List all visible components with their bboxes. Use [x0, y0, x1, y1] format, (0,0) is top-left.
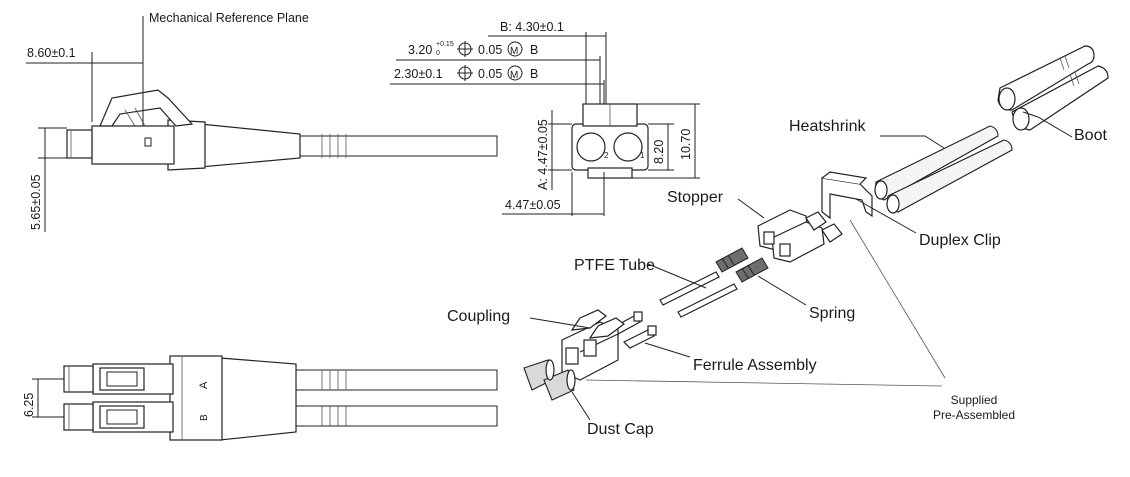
dim-length-label: 8.60±0.1 [27, 46, 76, 60]
dim-height-label: 5.65±0.05 [29, 174, 43, 230]
label-supplied-2: Pre-Assembled [933, 408, 1015, 422]
leader-boot [1022, 111, 1073, 138]
leader-ptfe-tube [647, 263, 707, 289]
heatshrink-part [874, 125, 1013, 214]
spring-part [715, 247, 769, 283]
label-heatshrink: Heatshrink [789, 118, 866, 135]
side-strain-relief [199, 123, 301, 168]
dim-320-label: 3.20 [408, 43, 432, 57]
dim-1070-label: 10.70 [679, 129, 693, 160]
svg-text:2: 2 [604, 151, 609, 160]
leader-spring [757, 275, 807, 306]
bottom-duplex-clip [169, 355, 223, 441]
bottom-view: A B 6.25 [22, 355, 498, 441]
mmc-label-1: M [510, 46, 518, 57]
boot-part [997, 45, 1109, 131]
svg-text:1: 1 [640, 151, 645, 160]
bottom-strain-relief [219, 357, 297, 441]
leader-supplied-a [585, 379, 943, 387]
tol-position-2: 0.05 [478, 67, 502, 81]
svg-text:A: A [198, 381, 210, 389]
tol-position-1: 0.05 [478, 43, 502, 57]
leader-supplied-b [849, 219, 946, 379]
dim-230-label: 2.30±0.1 [394, 67, 443, 81]
side-view: Mechanical Reference Plane 8.60±0.1 5.65… [26, 11, 498, 232]
side-cable [300, 135, 498, 157]
datum-label-1: B [530, 43, 538, 57]
datum-label-2: B [530, 67, 538, 81]
label-coupling: Coupling [447, 308, 510, 325]
leader-coupling [529, 317, 591, 329]
label-spring: Spring [809, 305, 855, 322]
duplex-clip-part [821, 171, 873, 220]
stopper-part [757, 209, 843, 263]
reference-plane-label: Mechanical Reference Plane [149, 11, 309, 25]
dim-bottom-label: 4.47±0.05 [505, 198, 561, 212]
dust-cap-part [523, 359, 576, 401]
side-housing [91, 125, 175, 165]
svg-text:B: B [199, 414, 210, 421]
coupling-part [561, 309, 625, 381]
label-stopper: Stopper [667, 189, 724, 206]
bottom-ferrule-bottom [63, 403, 94, 431]
label-duplex-clip: Duplex Clip [919, 232, 1001, 249]
mmc-symbol-2 [507, 65, 523, 81]
end-ferrule-left [576, 132, 606, 162]
dim-pitch-label: 6.25 [22, 393, 36, 417]
dim-820-label: 8.20 [652, 140, 666, 164]
label-ferrule-assembly: Ferrule Assembly [693, 357, 817, 374]
tol-320-plus: +0.15 [436, 41, 454, 48]
mmc-label-2: M [510, 70, 518, 81]
end-ferrule-right [613, 132, 643, 162]
end-view: 2 1 B: 4.30±0.1 3.20 +0.15 0 0.05 M B 2.… [390, 20, 700, 216]
label-supplied-1: Supplied [951, 393, 998, 407]
leader-duplex-clip [855, 198, 917, 234]
ferrule-assembly-part [611, 311, 657, 349]
tol-320-minus: 0 [436, 50, 440, 57]
mmc-symbol-1 [507, 41, 523, 57]
label-boot: Boot [1074, 127, 1107, 144]
bottom-cable-bottom [296, 405, 498, 427]
label-ptfe-tube: PTFE Tube [574, 257, 655, 274]
leader-dust-cap [571, 391, 591, 421]
dim-b-label: B: 4.30±0.1 [500, 20, 564, 34]
side-latch [99, 89, 194, 127]
ptfe-tube-part [659, 271, 738, 318]
end-bottom-tab [587, 167, 633, 179]
bottom-cable-top [296, 369, 498, 391]
dim-a-label: A: 4.47±0.05 [536, 119, 550, 190]
leader-ferrule [644, 342, 691, 358]
leader-heatshrink [880, 135, 945, 149]
exploded-view: Heatshrink Boot Stopper Duplex Clip PTFE… [447, 45, 1109, 438]
leader-stopper [737, 198, 765, 219]
bottom-ferrule-top [63, 365, 94, 393]
label-dust-cap: Dust Cap [587, 421, 654, 438]
